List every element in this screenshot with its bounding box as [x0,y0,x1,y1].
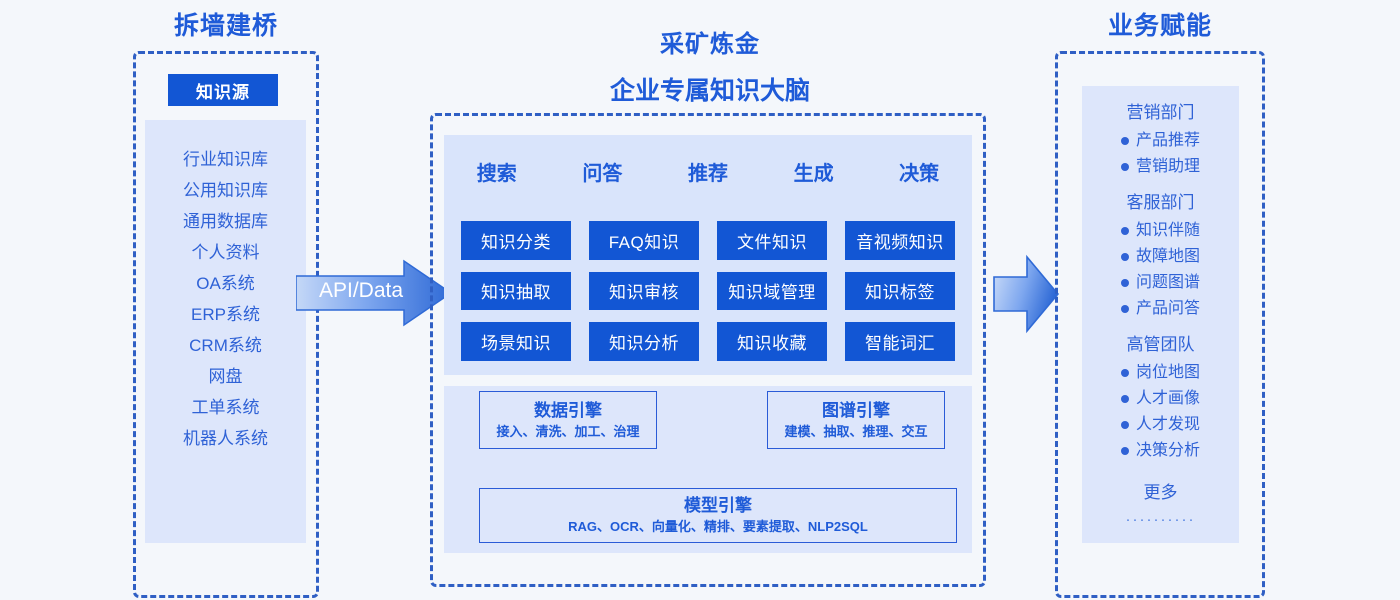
business-enablement-container [1055,51,1265,598]
list-item-label: 知识伴随 [1135,222,1200,239]
bullet-icon [1120,447,1129,455]
knowledge-source-badge: 知识源 [168,74,278,106]
list-item[interactable]: 产品推荐 [1120,128,1200,154]
tab-qa[interactable]: 问答 [582,162,623,185]
section-title-middle: 采矿炼金 [660,31,760,58]
bullet-icon [1120,227,1129,235]
right-arrow-icon [295,259,453,327]
list-item[interactable]: CRM系统 [189,336,262,355]
right-arrow-icon [993,254,1060,334]
list-item[interactable]: 人才画像 [1120,386,1200,412]
more-label[interactable]: 更多 [1143,483,1178,502]
list-item-label: 决策分析 [1135,442,1200,459]
group-title-marketing: 营销部门 [1126,103,1195,122]
bullet-icon [1120,305,1129,313]
list-item-label: 人才发现 [1135,416,1200,433]
engine-subtitle: RAG、OCR、向量化、精排、要素提取、NLP2SQL [568,519,868,534]
business-enablement-list: 营销部门 产品推荐 营销助理 客服部门 知识伴随 故障地图 问题图谱 产品问答 … [1082,86,1239,543]
capability-box[interactable]: 音视频知识 [845,221,955,260]
list-item-label: 问题图谱 [1135,274,1200,291]
capability-box[interactable]: 知识审核 [589,271,699,311]
list-item[interactable]: 个人资料 [191,243,260,262]
list-item[interactable]: 问题图谱 [1120,270,1200,296]
knowledge-brain-container [430,113,986,587]
ellipsis-label: ·········· [1125,511,1196,528]
knowledge-source-container [133,51,319,598]
api-data-arrow: API/Data [295,259,453,327]
list-item-label: 人才画像 [1135,390,1200,407]
list-item[interactable]: ERP系统 [191,305,260,324]
bullet-icon [1120,137,1129,145]
capability-box[interactable]: 场景知识 [461,322,571,361]
list-item[interactable]: 岗位地图 [1120,360,1200,386]
list-item-label: 营销助理 [1135,158,1200,175]
group-title-executive: 高管团队 [1126,335,1195,354]
list-item[interactable]: 行业知识库 [183,150,268,169]
tab-decision[interactable]: 决策 [899,162,940,185]
capability-tabs: 搜索 问答 推荐 生成 决策 [444,135,972,207]
tab-search[interactable]: 搜索 [476,162,517,185]
list-item[interactable]: 网盘 [208,367,243,386]
list-item[interactable]: 公用知识库 [183,181,268,200]
capability-box[interactable]: 知识分类 [461,221,571,260]
bullet-icon [1120,163,1129,171]
bullet-icon [1120,395,1129,403]
capability-box[interactable]: 知识收藏 [717,322,827,361]
list-item-label: 产品问答 [1135,300,1200,317]
section-title-right: 业务赋能 [1107,12,1212,40]
engine-subtitle: 接入、清洗、加工、治理 [496,423,640,439]
list-item-label: 故障地图 [1135,248,1200,265]
capability-box[interactable]: 知识抽取 [461,271,571,311]
list-item[interactable]: 知识伴随 [1120,218,1200,244]
list-item[interactable]: 人才发现 [1120,412,1200,438]
list-item[interactable]: 工单系统 [191,398,260,417]
capability-box[interactable]: FAQ知识 [589,221,699,260]
list-item[interactable]: OA系统 [196,274,255,293]
tab-generate[interactable]: 生成 [793,162,834,185]
capability-box[interactable]: 知识标签 [845,271,955,311]
bullet-icon [1120,279,1129,287]
list-item[interactable]: 通用数据库 [183,212,268,231]
engine-box-model[interactable]: 模型引擎 RAG、OCR、向量化、精排、要素提取、NLP2SQL [479,488,957,543]
bullet-icon [1120,421,1129,429]
list-item[interactable]: 产品问答 [1120,296,1200,322]
capability-box[interactable]: 知识域管理 [717,271,827,311]
group-title-customer-service: 客服部门 [1126,193,1195,212]
bullet-icon [1120,369,1129,377]
engine-box-data[interactable]: 数据引擎 接入、清洗、加工、治理 [479,391,657,449]
list-item[interactable]: 决策分析 [1120,438,1200,464]
section-subtitle-middle: 企业专属知识大脑 [609,77,810,105]
section-title-left: 拆墙建桥 [173,12,278,40]
list-item[interactable]: 机器人系统 [183,429,268,448]
capability-box[interactable]: 知识分析 [589,322,699,361]
list-item-label: 产品推荐 [1135,132,1200,149]
output-arrow [993,252,1060,336]
capability-grid: 知识分类 FAQ知识 文件知识 音视频知识 知识抽取 知识审核 知识域管理 知识… [444,207,972,375]
bullet-icon [1120,253,1129,261]
capability-box[interactable]: 智能词汇 [845,322,955,361]
capability-box[interactable]: 文件知识 [717,221,827,260]
engine-title: 图谱引擎 [822,400,890,420]
knowledge-source-list: 行业知识库 公用知识库 通用数据库 个人资料 OA系统 ERP系统 CRM系统 … [145,120,306,543]
list-item-label: 岗位地图 [1135,364,1200,381]
tab-recommend[interactable]: 推荐 [687,162,728,185]
engine-title: 数据引擎 [534,400,602,420]
list-item[interactable]: 营销助理 [1120,154,1200,180]
engine-box-graph[interactable]: 图谱引擎 建模、抽取、推理、交互 [767,391,945,449]
list-item[interactable]: 故障地图 [1120,244,1200,270]
engine-title: 模型引擎 [684,496,752,515]
engine-subtitle: 建模、抽取、推理、交互 [784,423,928,439]
